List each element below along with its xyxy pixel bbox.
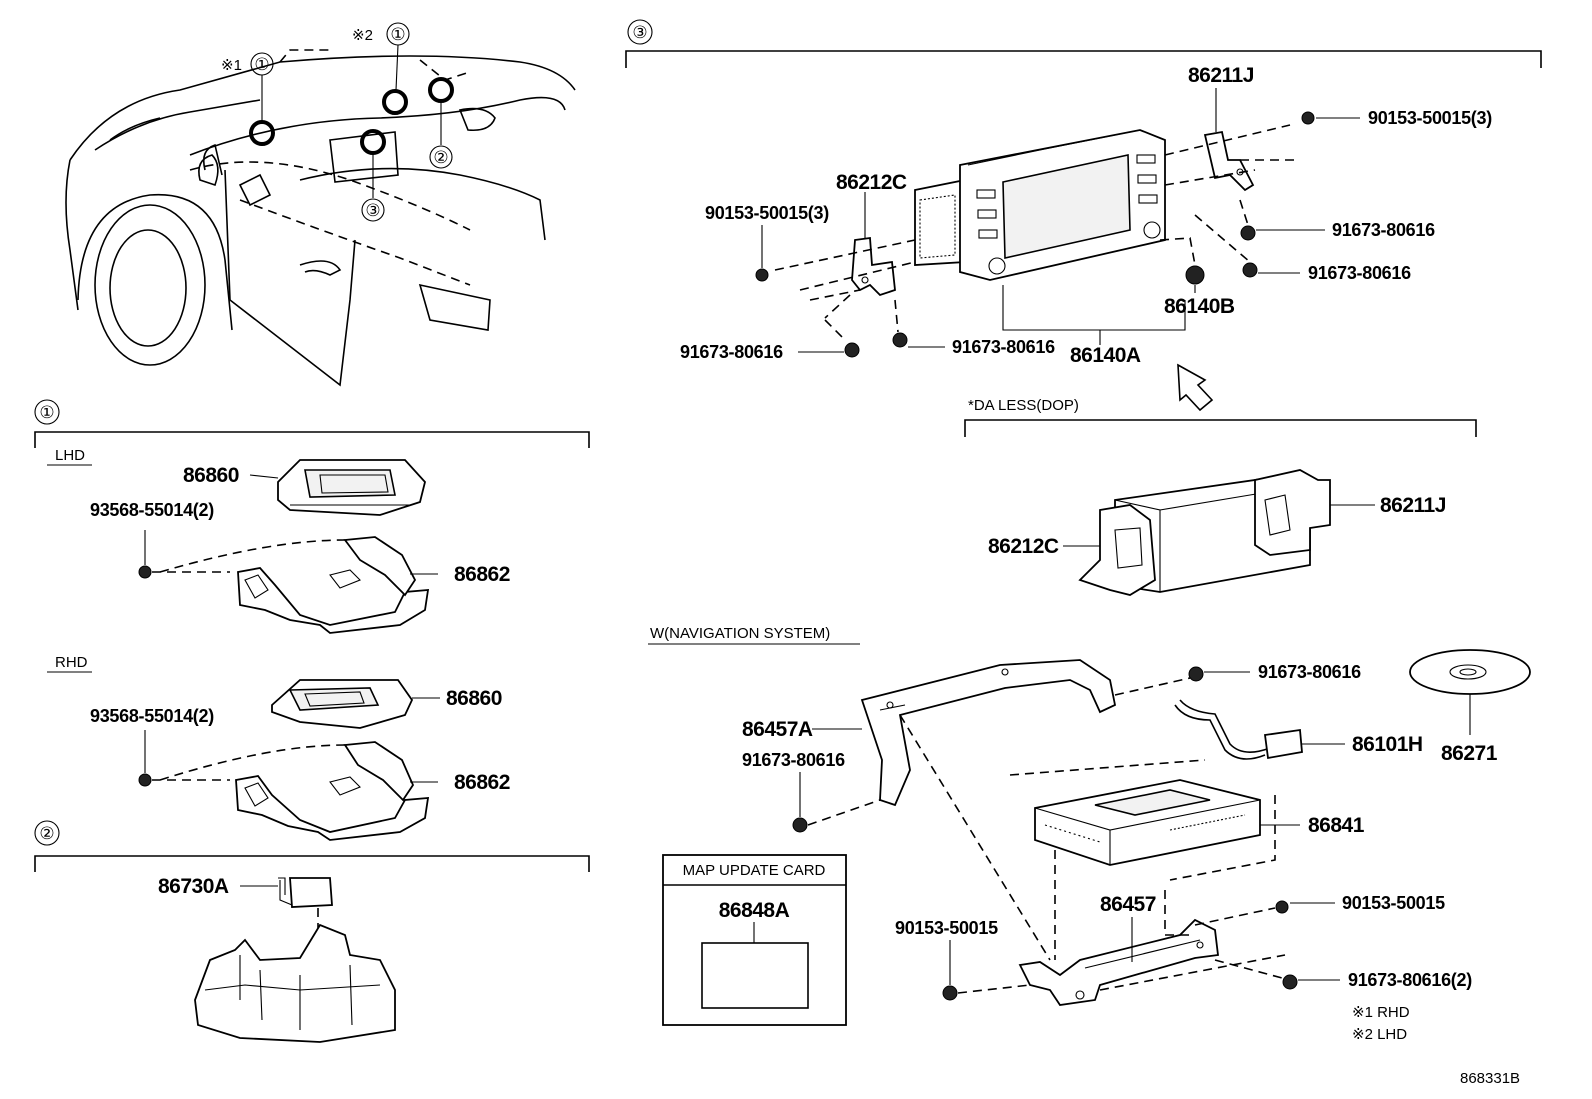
da-less-unit — [1078, 469, 1331, 596]
rhd-module-label: 86860 — [446, 687, 502, 710]
bolt-icon — [1301, 111, 1315, 125]
callout-circle-1 — [250, 52, 274, 76]
frame-label: 86457A — [742, 718, 813, 741]
map-card-heading: MAP UPDATE CARD — [683, 862, 826, 879]
section-3-marker: ③ — [632, 23, 647, 42]
lhd-bracket-label: 86862 — [454, 563, 510, 586]
bolt-top-right-label: 90153-50015(3) — [1368, 108, 1492, 128]
navigation-section: W(NAVIGATION SYSTEM) 86457A 91673-80616 … — [648, 625, 1531, 1006]
bolt-right-label: 90153-50015 — [1342, 893, 1445, 913]
lhd-module-label: 86860 — [183, 464, 239, 487]
section-1-marker: ① — [39, 403, 54, 422]
bolt-left-label: 90153-50015 — [895, 918, 998, 938]
callout-1-text: ① — [254, 55, 269, 74]
module-86860-rhd — [271, 679, 414, 729]
da-less-heading: *DA LESS(DOP) — [968, 397, 1079, 414]
bracket-right-label: 86211J — [1188, 64, 1254, 87]
diagram-id: 868331B — [1460, 1070, 1520, 1087]
callout-1b-text: ① — [390, 25, 405, 44]
map-card-part-label: 86848A — [719, 899, 790, 922]
frame-86457a — [860, 659, 1117, 807]
bracket-86862-rhd — [235, 741, 430, 841]
vehicle-overview: ① ① ② ③ ※1 ※2 — [65, 22, 576, 387]
display-label: 86140A — [1070, 344, 1141, 367]
lhd-heading: LHD — [55, 447, 85, 464]
bracket-label: 86457 — [1100, 893, 1156, 916]
view-arrow-icon — [1177, 363, 1214, 412]
knob-icon — [1185, 265, 1205, 285]
roof-console — [194, 923, 396, 1043]
note-lhd: ※2 LHD — [1352, 1026, 1407, 1043]
mark-rhd: ※1 — [221, 57, 242, 74]
screw-icon — [1240, 225, 1256, 241]
sensor-86730a — [278, 877, 333, 908]
screw-icon — [1188, 666, 1204, 682]
da-less-bracket-left-label: 86212C — [988, 535, 1059, 558]
screw-icon — [892, 332, 908, 348]
screw-right-1-label: 91673-80616 — [1332, 220, 1435, 240]
screw-icon — [1282, 974, 1298, 990]
map-update-card-box: MAP UPDATE CARD 86848A — [662, 854, 847, 1026]
module-86860-lhd — [277, 459, 426, 516]
note-rhd: ※1 RHD — [1352, 1004, 1410, 1021]
bolt-icon — [755, 268, 769, 282]
bracket-86212c — [851, 236, 896, 297]
rhd-heading: RHD — [55, 654, 88, 671]
bracket-86862-lhd — [237, 536, 430, 634]
callout-circle-1b — [386, 22, 410, 46]
section-2-marker: ② — [39, 824, 54, 843]
screw-icon — [1242, 262, 1258, 278]
bolt-top-left-label: 90153-50015(3) — [705, 203, 829, 223]
knob-label: 86140B — [1164, 295, 1235, 318]
disc-label: 86271 — [1441, 742, 1498, 765]
section-2: ② 86730A — [34, 820, 590, 1043]
callout-3-text: ③ — [365, 201, 380, 220]
callout-circle-3 — [361, 198, 385, 222]
screw-icon — [792, 817, 808, 833]
callout-2-text: ② — [433, 148, 448, 167]
nav-heading: W(NAVIGATION SYSTEM) — [650, 625, 830, 642]
sd-card-icon — [701, 942, 809, 1009]
section-3: ③ 86140B 86140A — [625, 19, 1542, 596]
disc-86271 — [1409, 649, 1531, 695]
receiver-86841 — [1034, 779, 1261, 866]
screw-icon — [844, 342, 860, 358]
lhd-bolt-label: 93568-55014(2) — [90, 500, 214, 520]
bolt-icon — [1275, 900, 1289, 914]
screw-left-1-label: 91673-80616 — [680, 342, 783, 362]
callout-circle-2 — [429, 145, 453, 169]
bolt-icon — [138, 773, 152, 787]
screw-left-2-label: 91673-80616 — [952, 337, 1055, 357]
mark-lhd: ※2 — [352, 27, 373, 44]
screw-right-2-label: 91673-80616 — [1308, 263, 1411, 283]
location-marker — [428, 77, 454, 103]
receiver-label: 86841 — [1308, 814, 1365, 837]
bracket-86211j — [1203, 130, 1255, 192]
rhd-bracket-label: 86862 — [454, 771, 510, 794]
section-1: ① LHD 86860 86862 93568-55014(2) RHD — [34, 399, 590, 841]
cable-86101h — [1174, 699, 1303, 760]
location-marker — [382, 89, 408, 115]
top-screw-label: 91673-80616 — [1258, 662, 1361, 682]
rhd-bolt-label: 93568-55014(2) — [90, 706, 214, 726]
section-2-part-label: 86730A — [158, 875, 229, 898]
bracket-86457 — [1018, 918, 1219, 1006]
da-less-bracket-right-label: 86211J — [1380, 494, 1446, 517]
frame-screw-label: 91673-80616 — [742, 750, 845, 770]
bracket-left-label: 86212C — [836, 171, 907, 194]
bolt-icon — [942, 985, 958, 1001]
bolt-icon — [138, 565, 152, 579]
screw-bottom-label: 91673-80616(2) — [1348, 970, 1472, 990]
display-unit-86140a — [914, 129, 1166, 281]
cable-label: 86101H — [1352, 733, 1423, 756]
